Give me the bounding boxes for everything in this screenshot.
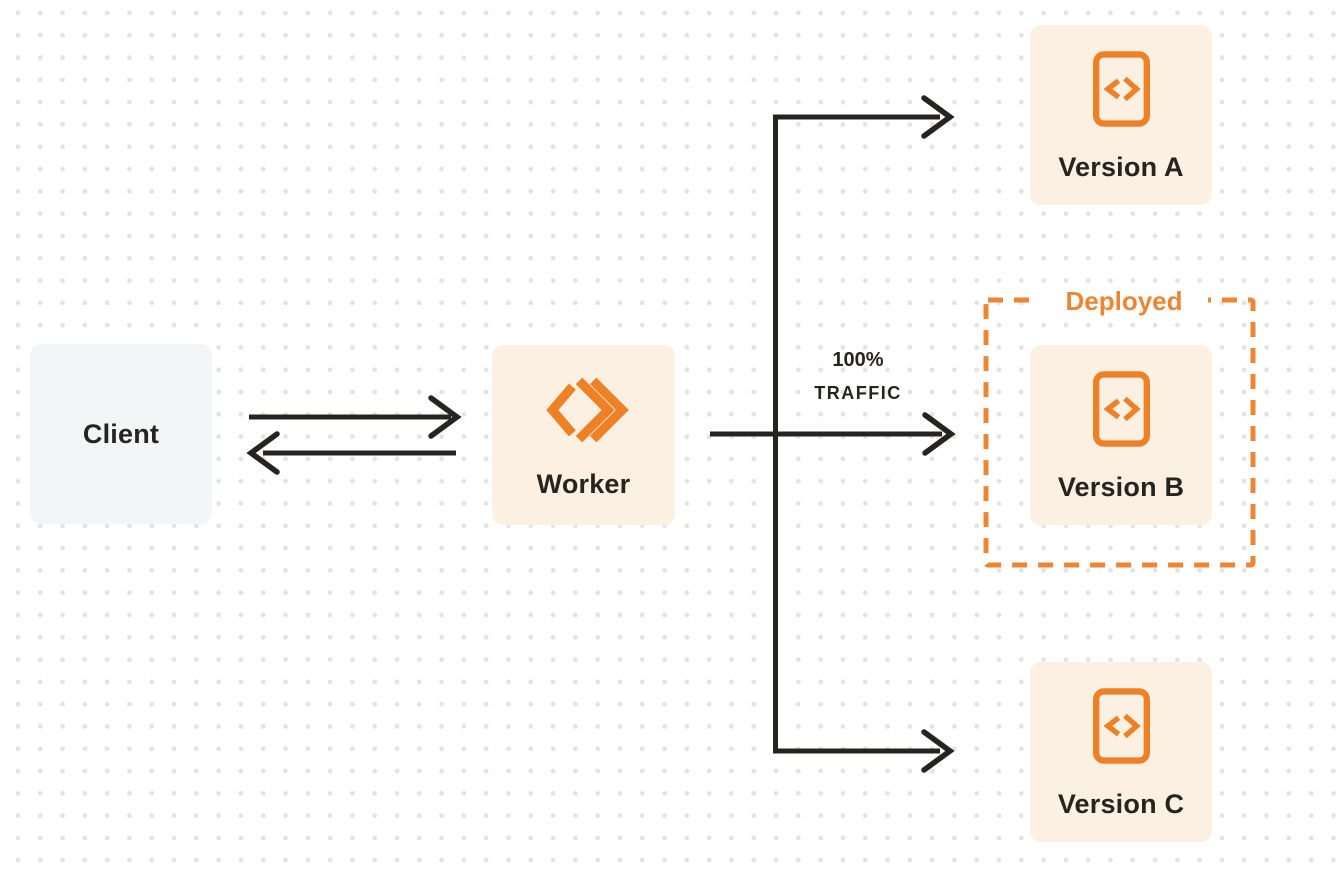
code-page-icon (1092, 371, 1151, 447)
arrow-to-version-a-head (921, 95, 955, 139)
version-b-label: Version B (1057, 472, 1185, 502)
arrow-worker-to-client-head (246, 431, 280, 475)
traffic-percent-text: 100% (832, 349, 884, 371)
workers-chevrons-icon (539, 375, 629, 445)
node-version-a: Version A (1030, 25, 1212, 205)
arrow-worker-to-version-b-head (922, 412, 956, 456)
arrow-client-to-worker-head (428, 395, 462, 439)
version-c-label: Version C (1057, 789, 1185, 819)
traffic-label: 100% TRAFFIC (778, 349, 938, 404)
node-client: Client (30, 344, 212, 524)
code-page-icon (1092, 51, 1151, 127)
arrow-to-version-c-head (921, 729, 955, 773)
traffic-word-text: TRAFFIC (814, 383, 902, 403)
worker-label: Worker (536, 469, 631, 499)
node-version-c: Version C (1030, 662, 1212, 842)
node-version-b: Version B (1030, 345, 1212, 525)
version-a-label: Version A (1058, 152, 1184, 182)
deployed-label: Deployed (1040, 286, 1208, 317)
client-label: Client (82, 418, 160, 449)
node-worker: Worker (492, 345, 675, 525)
code-page-icon (1092, 688, 1151, 764)
